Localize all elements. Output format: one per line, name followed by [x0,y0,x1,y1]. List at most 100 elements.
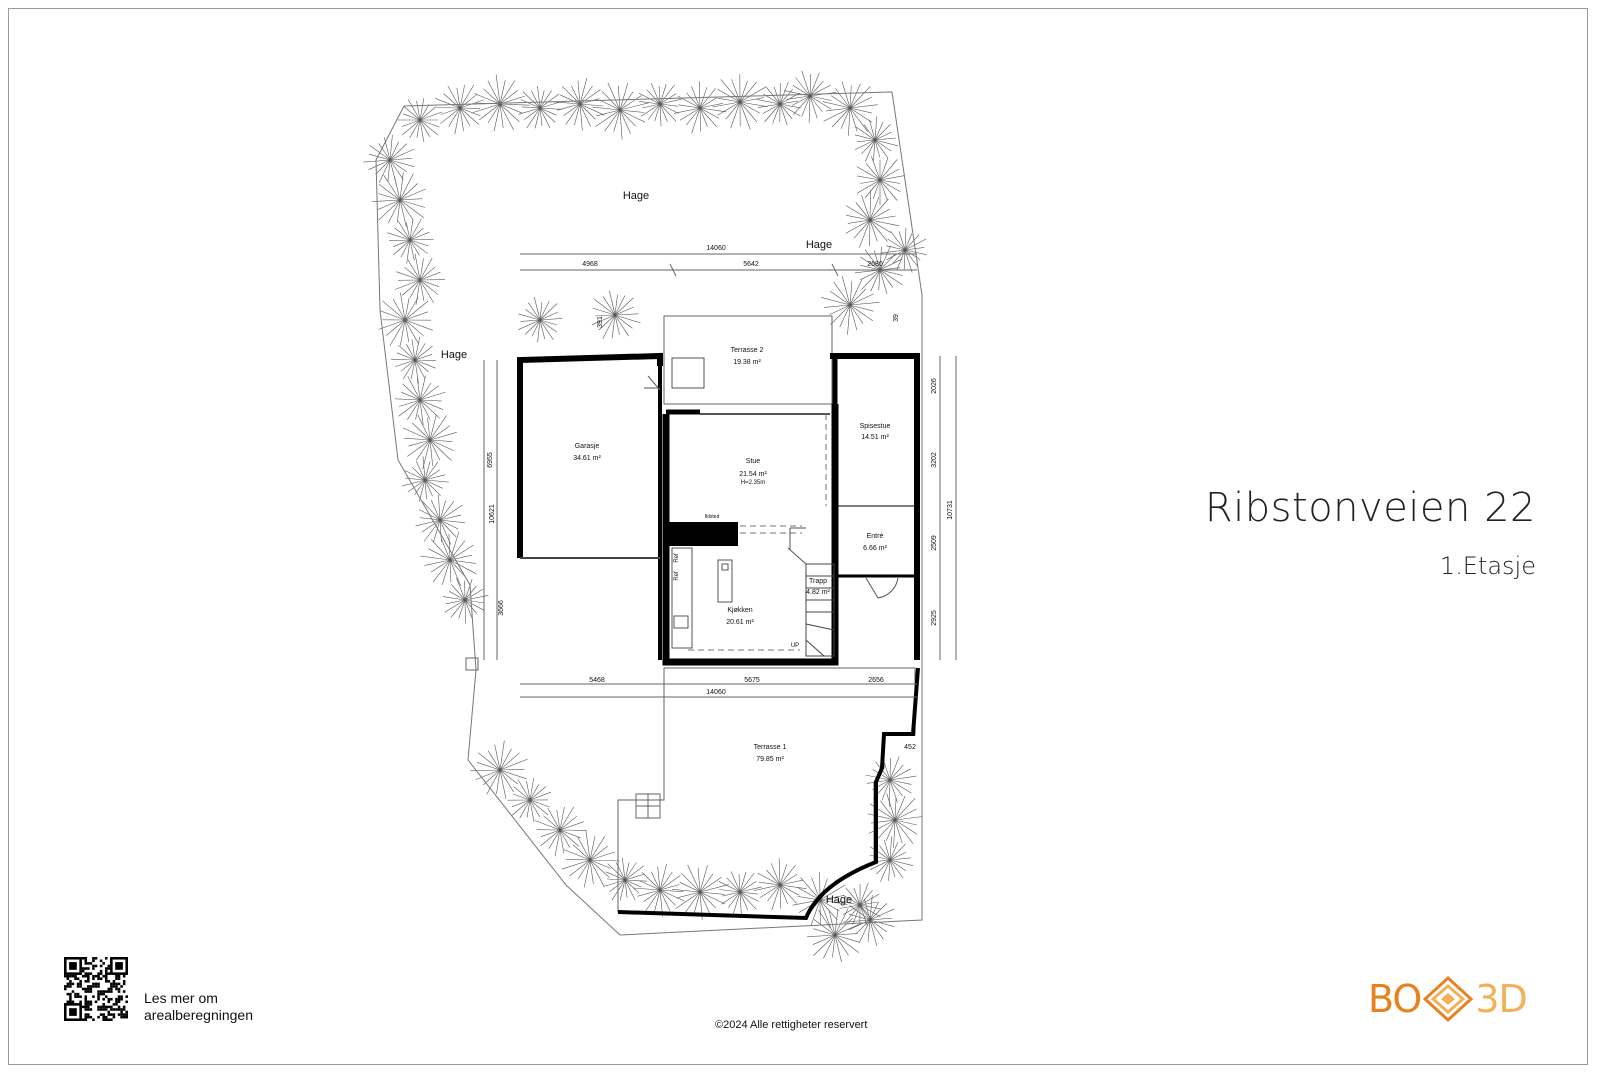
room-terrasse-2-area: 19.38 m² [733,359,761,366]
exterior-walls [517,352,920,666]
copyright-text: ©2024 Alle rettigheter reservert [715,1019,868,1031]
shrub [434,84,484,135]
room-kjokken-name: Kjøkken [727,607,752,614]
room-stue-area: 21.54 m² [739,471,767,478]
dim-right-total: 10731 [947,500,954,520]
stairs [805,563,835,657]
garden-label-bottom: Hage [826,894,852,906]
shrub [783,70,837,123]
stair-up-label: UP [791,643,799,649]
shrub [391,336,436,384]
room-entre-area: 6.66 m² [863,545,887,552]
shrub [869,836,914,882]
room-stue-name: Stue [746,458,761,465]
room-stue-height: H=2.35m [741,480,766,486]
shrub [592,82,649,140]
shrub [821,276,880,335]
property-boundary [375,91,923,936]
room-trapp-name: Trapp [809,578,827,585]
door-swings [644,357,899,599]
room-garasje-name: Garasje [575,443,600,450]
shrub [633,864,685,917]
shrub [712,74,768,130]
shrub [518,85,563,129]
dim-left-total: 10621 [489,504,496,524]
shrub [603,857,648,901]
shrub [591,290,641,339]
dim-right-3: 2509 [931,535,938,551]
shrub [673,81,727,134]
shrub [672,864,729,920]
qr-code-icon[interactable] [64,957,128,1021]
dim-small-391: 391 [597,316,604,328]
shrub-group [363,70,927,963]
terrasse-2-outline [663,315,833,405]
shrub [363,134,415,186]
shrub [561,830,620,888]
shrub [402,414,457,469]
floor-subtitle: 1.Etasje [1439,552,1536,580]
room-garasje-area: 34.61 m² [573,455,601,462]
shrub [865,754,917,807]
fridge-label-2: Ref [674,571,680,581]
shrub [372,172,426,228]
dim-top-1: 4968 [582,261,598,268]
shrub [856,156,905,206]
diamond-logo-icon [1423,975,1474,1023]
bo3d-logo: BO 3D [1368,975,1528,1023]
fridge-label-1: Ref [674,553,680,563]
shrub [470,740,528,800]
dim-top-3: 2680 [867,261,883,268]
shrub [807,908,861,963]
shrub [718,871,762,915]
shrub [378,292,433,346]
shrub [397,97,443,143]
fireplace-label: Ildsted [705,514,720,520]
shrub [638,83,682,127]
shrub [843,894,895,946]
room-terrasse-2-name: Terrasse 2 [731,347,764,354]
garden-label-left: Hage [441,349,467,361]
shrub [854,245,903,295]
dim-left-1: 6955 [487,452,494,468]
room-trapp-area: 4.82 m² [806,589,830,596]
dim-left-2: 3666 [498,600,505,616]
page-title: Ribstonveien 22 [1204,485,1536,531]
room-spisestue-name: Spisestue [860,423,891,430]
qr-caption-line-1: Les mer om [144,990,218,1006]
logo-text-right: 3D [1475,977,1527,1021]
dim-bottom-1: 5468 [589,677,605,684]
shrub [753,858,807,911]
shrub [534,806,587,857]
dim-bottom-3: 2656 [868,677,884,684]
qr-caption-line-2: arealberegningen [144,1007,253,1023]
shrub [881,227,927,273]
room-labels: Garasje 34.61 m² Terrasse 2 19.38 m² Stu… [573,347,890,763]
room-terrasse-1-area: 79.85 m² [756,756,784,763]
kitchen-counters [671,547,733,649]
room-spisestue-area: 14.51 m² [861,434,889,441]
room-terrasse-1-name: Terrasse 1 [754,744,787,751]
room-entre-name: Entré [867,533,884,540]
garden-label-top: Hage [623,190,649,202]
page-frame [8,8,1588,1065]
dim-right-4: 2925 [931,610,938,626]
dim-top-total: 14060 [706,245,726,252]
shrub [822,81,878,136]
garden-label-upper-right: Hage [806,239,832,251]
dim-small-39: 39 [893,314,900,322]
terrasse-1-thick-edge [617,667,920,921]
garden-labels: Hage Hage Hage Hage [441,190,852,906]
shrub [442,577,489,624]
qr-caption: Les mer om arealberegningen [144,990,253,1024]
shrub [394,253,446,305]
room-kjokken-area: 20.61 m² [726,619,754,626]
dashed-dividers [688,414,827,651]
shrub [394,375,446,425]
dimension-texts: 14060 4968 5642 2680 5468 5675 2656 1406… [487,245,954,751]
shrub [867,793,923,848]
shrub [854,116,899,162]
shrub [756,81,801,126]
logo-text-left: BO [1368,977,1422,1021]
